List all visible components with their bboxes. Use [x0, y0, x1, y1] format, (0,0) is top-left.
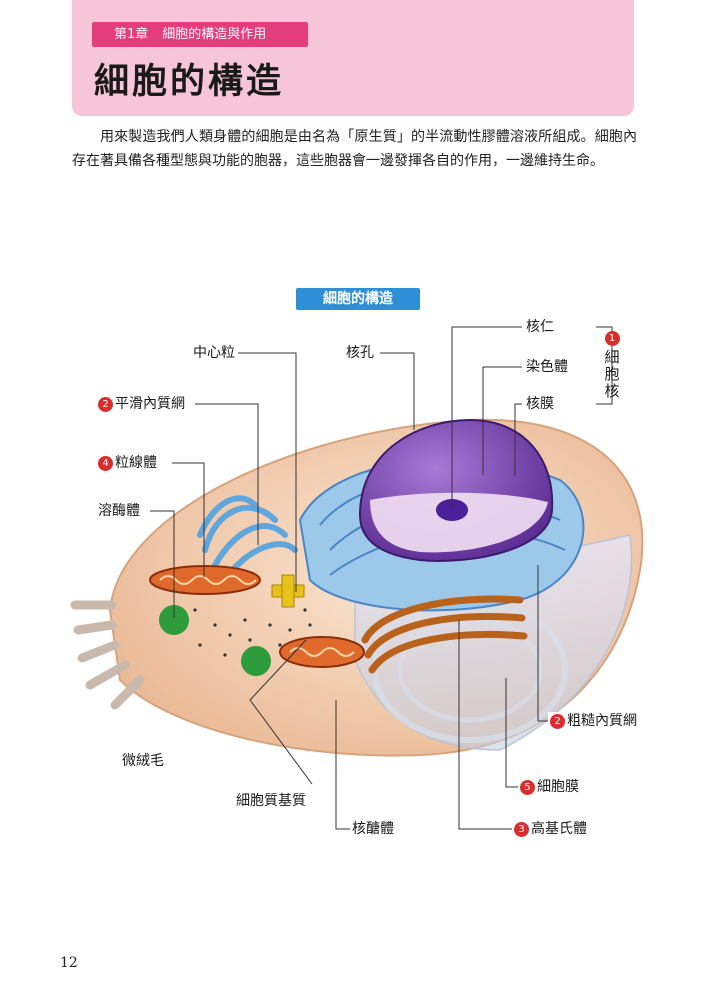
leader-lines [150, 326, 613, 830]
badge-smooth-er: 2 [98, 397, 113, 412]
figure-title: 細胞的構造 [296, 288, 420, 310]
label-nuclear-membrane: 核膜 [524, 395, 556, 413]
intro-paragraph: 用來製造我們人類身體的細胞是由名為「原生質」的半流動性膠體溶液所組成。細胞內存在… [72, 129, 637, 169]
chapter-label: 第1章 [114, 27, 149, 42]
label-nucleus-text: 細胞核 [604, 348, 620, 400]
mitochondria-shape-1 [149, 565, 261, 595]
label-chromatin: 染色體 [524, 358, 570, 376]
badge-rough-er: 2 [550, 714, 565, 729]
badge-mitochondria: 4 [98, 456, 113, 471]
microvilli-shape [70, 600, 145, 710]
label-ribosome: 核醣體 [350, 820, 396, 838]
label-cytoplasm-matrix: 細胞質基質 [234, 792, 308, 810]
label-lysosome: 溶酶體 [96, 502, 142, 520]
badge-nucleus: 1 [604, 331, 620, 346]
lysosome-shape-2 [241, 646, 271, 676]
label-smooth-er-text: 平滑內質網 [115, 396, 185, 412]
label-golgi-text: 高基氏體 [531, 821, 587, 837]
smooth-er-shape [197, 495, 298, 583]
label-nuclear-pore: 核孔 [344, 344, 376, 362]
ribosome-dots [193, 608, 312, 657]
lysosome-shape-1 [159, 605, 189, 635]
header-band [72, 0, 634, 116]
badge-golgi: 3 [514, 822, 529, 837]
label-nucleolus: 核仁 [524, 318, 556, 336]
chapter-tab: 第1章細胞的構造與作用 [92, 22, 308, 47]
label-centriole: 中心粒 [191, 344, 237, 362]
page-number: 12 [60, 955, 78, 971]
label-mitochondria-text: 粒線體 [115, 455, 157, 471]
golgi-shape [361, 595, 528, 674]
label-cell-membrane-text: 細胞膜 [537, 779, 579, 795]
page-title: 細胞的構造 [94, 62, 285, 102]
badge-cell-membrane: 5 [520, 780, 535, 795]
label-rough-er-text: 粗糙內質網 [567, 713, 637, 729]
label-nucleus: 1 細胞核 [601, 329, 623, 400]
label-microvilli: 微絨毛 [120, 752, 166, 770]
cell-illustration [70, 326, 644, 830]
chapter-title: 細胞的構造與作用 [162, 27, 267, 42]
nucleolus-shape [436, 499, 468, 521]
